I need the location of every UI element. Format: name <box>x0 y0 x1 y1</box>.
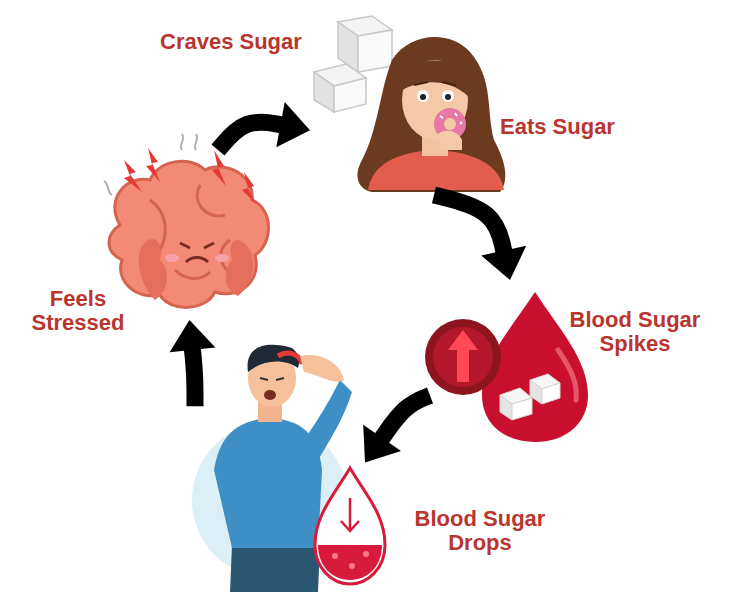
stressed-brain <box>104 134 269 307</box>
arrow-shaft <box>434 195 504 253</box>
arrow-head <box>363 425 401 463</box>
stage-label: Blood Sugar Drops <box>400 507 560 555</box>
arrow-head <box>481 246 526 280</box>
woman-eating-donut <box>357 37 505 192</box>
cycle-arrow <box>170 320 216 406</box>
cycle-arrow <box>434 195 526 280</box>
stage-label: Feels Stressed <box>18 287 138 335</box>
cycle-arrow <box>363 396 430 463</box>
woman-node: Craves SugarEats Sugar <box>310 15 510 195</box>
stage-label: Blood Sugar Spikes <box>550 308 720 356</box>
blood-drop-low <box>315 468 385 584</box>
cycle-arrow <box>218 102 310 150</box>
arrow-shaft <box>381 396 430 440</box>
stage-label: Eats Sugar <box>500 115 650 139</box>
man-node: Blood Sugar Drops <box>195 345 365 590</box>
arrow-head <box>170 320 216 352</box>
arrow-head <box>276 102 310 147</box>
stage-label: Craves Sugar <box>160 30 320 54</box>
brain-node: Feels Stressed <box>85 150 275 320</box>
blood-drop-spike <box>425 292 588 442</box>
arrow-shaft <box>192 348 195 406</box>
sugar-cubes <box>314 16 392 112</box>
blood-spike-node: Blood Sugar Spikes <box>430 280 590 445</box>
arrow-shaft <box>218 122 282 150</box>
